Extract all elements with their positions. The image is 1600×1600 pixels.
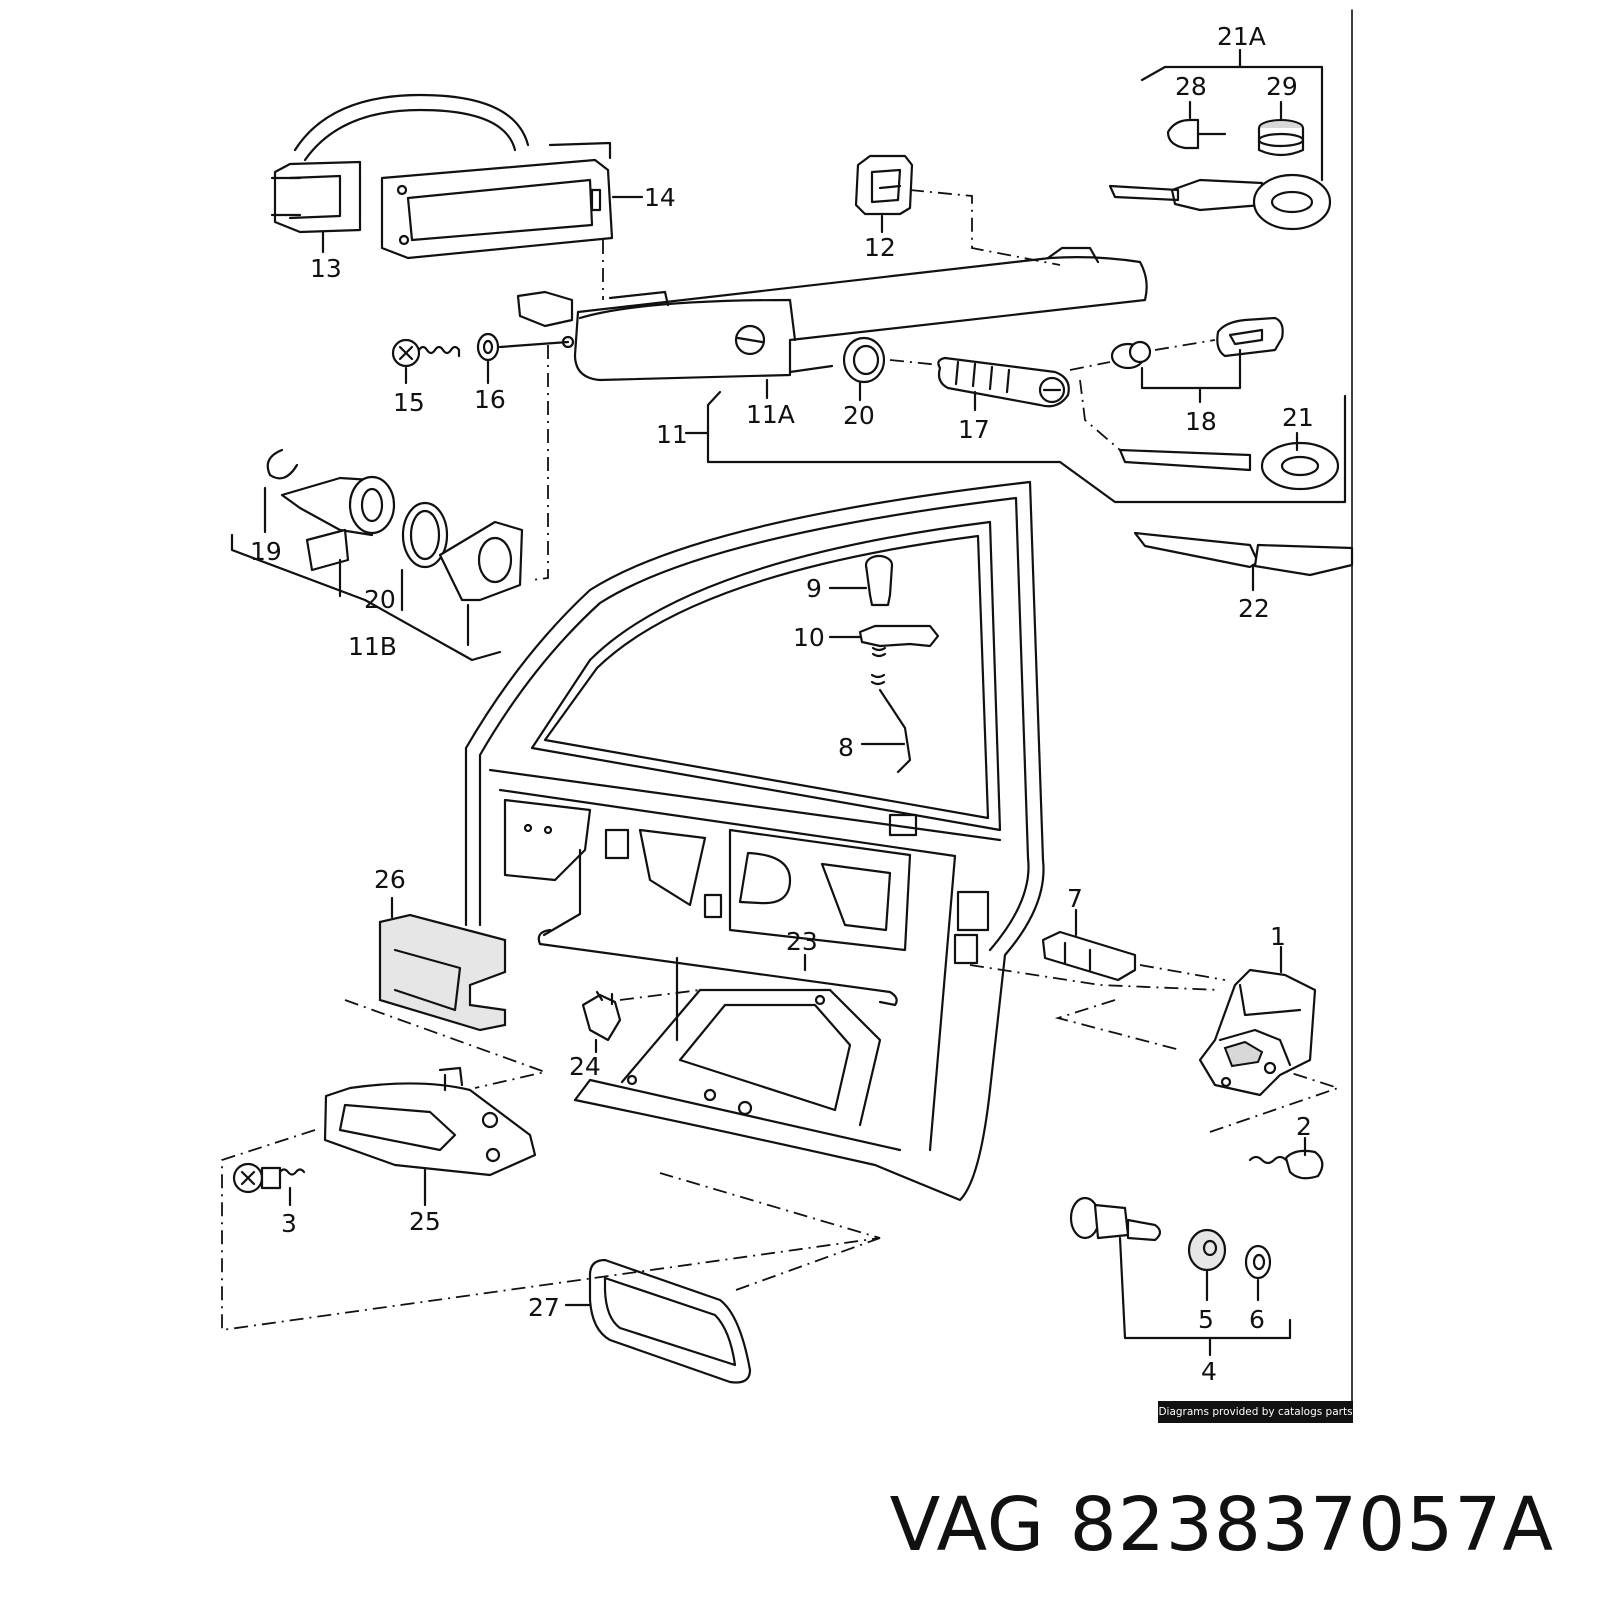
callout-21: 21 bbox=[1282, 403, 1314, 432]
lock-cylinder-17-group bbox=[842, 316, 1284, 408]
foam-pad-26 bbox=[378, 913, 507, 1032]
inner-handle-group bbox=[232, 1066, 752, 1384]
callout-25: 25 bbox=[409, 1207, 441, 1236]
callout-24: 24 bbox=[569, 1052, 601, 1081]
callout-20-upper: 20 bbox=[843, 401, 875, 430]
door-shell bbox=[464, 480, 1045, 1202]
callout-11a: 11A bbox=[746, 400, 795, 429]
callout-14: 14 bbox=[644, 183, 676, 212]
screw-15-washer-16 bbox=[391, 332, 570, 368]
callout-15: 15 bbox=[393, 388, 425, 417]
callout-28: 28 bbox=[1175, 72, 1207, 101]
lock-knob-rod-group bbox=[858, 554, 940, 774]
callout-6: 6 bbox=[1249, 1305, 1265, 1334]
clip-12 bbox=[854, 154, 914, 234]
part-number-title: VAG 823837057A bbox=[889, 1482, 1554, 1568]
callout-9: 9 bbox=[806, 574, 822, 603]
callout-7: 7 bbox=[1067, 884, 1083, 913]
rod-23-clip-24 bbox=[537, 848, 898, 1042]
callout-13: 13 bbox=[310, 254, 342, 283]
callout-16: 16 bbox=[474, 385, 506, 414]
callout-4: 4 bbox=[1201, 1357, 1217, 1386]
callout-17: 17 bbox=[958, 415, 990, 444]
cylinder-assembly-11b bbox=[230, 448, 524, 662]
callout-1: 1 bbox=[1270, 922, 1286, 951]
callout-27: 27 bbox=[528, 1293, 560, 1322]
callout-3: 3 bbox=[281, 1209, 297, 1238]
callout-5: 5 bbox=[1198, 1305, 1214, 1334]
callout-8: 8 bbox=[838, 733, 854, 762]
callout-11b: 11B bbox=[348, 632, 397, 661]
leader-lines bbox=[221, 48, 1347, 1357]
keys-group bbox=[1108, 118, 1354, 577]
callout-21a: 21A bbox=[1217, 22, 1266, 51]
callout-2: 2 bbox=[1296, 1112, 1312, 1141]
callout-19: 19 bbox=[250, 537, 282, 566]
callout-18: 18 bbox=[1185, 407, 1217, 436]
callout-26: 26 bbox=[374, 865, 406, 894]
lock-latch-group bbox=[1041, 930, 1324, 1280]
callout-10: 10 bbox=[793, 623, 825, 652]
callout-labels: 1 2 3 4 5 6 7 8 9 10 11 11A 11B 12 13 14… bbox=[250, 22, 1314, 1386]
callout-22: 22 bbox=[1238, 594, 1270, 623]
callout-23: 23 bbox=[786, 927, 818, 956]
callout-12: 12 bbox=[864, 233, 896, 262]
callout-11: 11 bbox=[656, 420, 688, 449]
callout-20-lower: 20 bbox=[364, 585, 396, 614]
outer-handle-group bbox=[270, 93, 1148, 382]
diagram-credit: Diagrams provided by catalogs parts bbox=[1158, 1401, 1353, 1423]
callout-29: 29 bbox=[1266, 72, 1298, 101]
